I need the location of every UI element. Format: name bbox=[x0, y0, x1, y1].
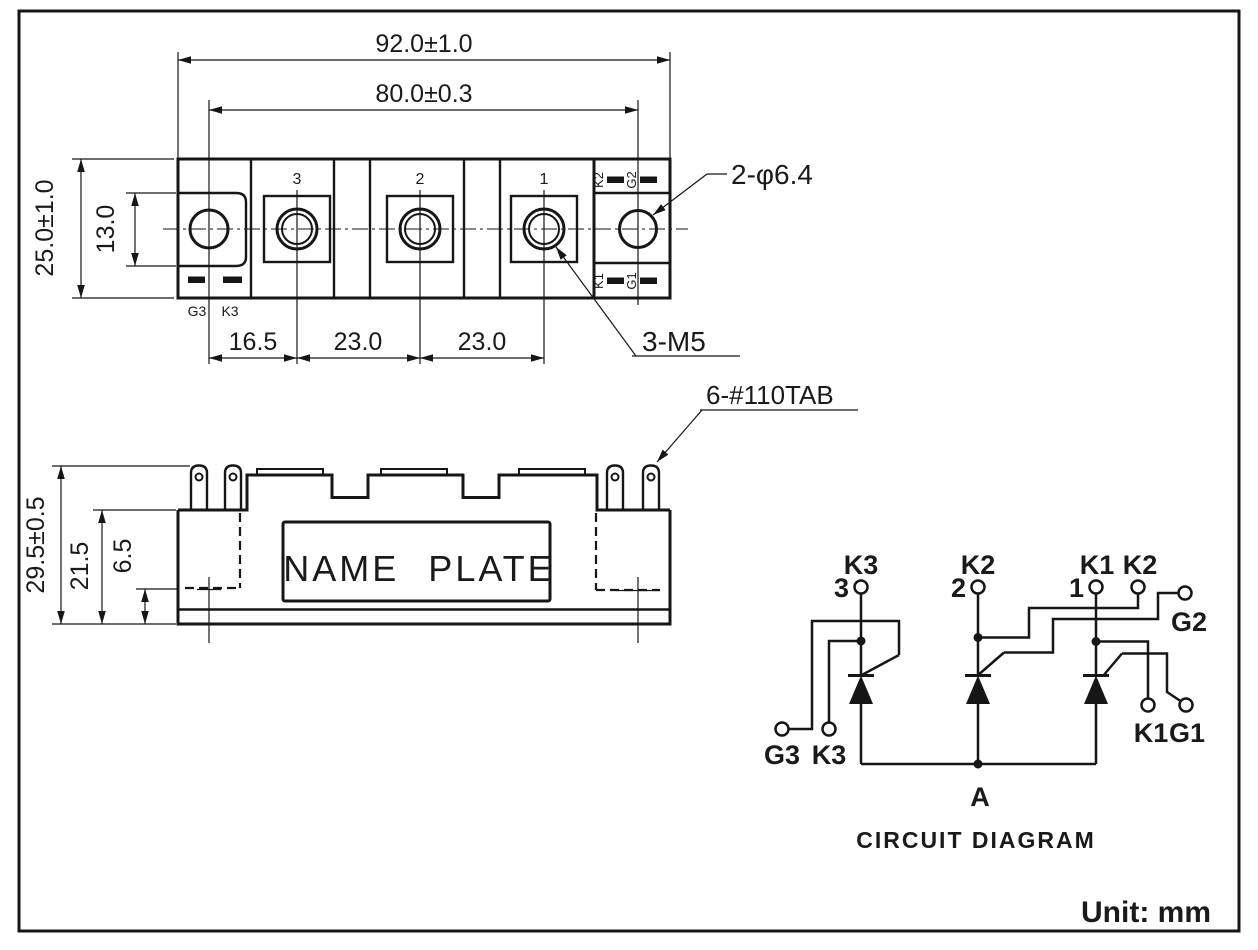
side-extension-lines bbox=[52, 465, 190, 625]
label-g3: G3 bbox=[764, 740, 800, 770]
side-view: 29.5±0.5 21.5 6.5 NAME PLATE 6-#110TAB bbox=[22, 380, 858, 643]
dim-pocket-height: 13.0 bbox=[92, 205, 120, 254]
junction-dots bbox=[856, 633, 1101, 769]
tab-label-k2: K2 bbox=[591, 172, 606, 188]
side-dimension-lines bbox=[57, 466, 149, 624]
dim-side-body: 21.5 bbox=[66, 542, 94, 591]
label-k2-top: K2 bbox=[961, 550, 996, 580]
tab-marks bbox=[188, 176, 657, 284]
dim-side-overall: 29.5±0.5 bbox=[22, 496, 50, 593]
label-k1-top: K1 bbox=[1080, 550, 1115, 580]
label-k2-aux: K2 bbox=[1123, 550, 1158, 580]
tab-leader bbox=[656, 409, 858, 463]
leader-lines bbox=[555, 173, 740, 357]
dim-hole-span: 80.0±0.3 bbox=[375, 80, 472, 108]
label-k3-aux: K3 bbox=[812, 740, 847, 770]
callout-tabs: 6-#110TAB bbox=[706, 380, 834, 410]
label-num-3: 3 bbox=[834, 573, 849, 603]
tab-label-k3: K3 bbox=[221, 303, 238, 319]
callout-terminal-screws: 3-M5 bbox=[642, 326, 706, 357]
label-g2: G2 bbox=[1171, 607, 1207, 637]
page-border bbox=[17, 9, 1241, 933]
name-plate-text: NAME PLATE bbox=[283, 548, 554, 589]
label-k3-top: K3 bbox=[844, 550, 879, 580]
side-body bbox=[176, 468, 672, 626]
dim-overall-height: 25.0±1.0 bbox=[31, 179, 59, 276]
terminal-number-2: 2 bbox=[416, 171, 425, 188]
extension-lines bbox=[72, 52, 688, 364]
unit-label: Unit: mm bbox=[1081, 896, 1211, 929]
circuit-terminals bbox=[774, 579, 1194, 737]
callout-mounting-holes: 2-φ6.4 bbox=[731, 159, 813, 190]
terminal-number-3: 3 bbox=[293, 171, 302, 188]
tab-label-g2: G2 bbox=[624, 171, 639, 188]
dim-overall-width: 92.0±1.0 bbox=[375, 30, 472, 58]
dim-pitch-3: 23.0 bbox=[458, 328, 507, 356]
dim-side-base: 6.5 bbox=[109, 539, 137, 574]
hidden-lines bbox=[185, 513, 660, 643]
thyristor-symbols bbox=[849, 675, 1108, 704]
label-num-1: 1 bbox=[1069, 573, 1084, 603]
faston-tabs bbox=[189, 464, 661, 510]
dimension-lines bbox=[77, 56, 670, 362]
tab-label-k1: K1 bbox=[591, 273, 606, 289]
label-anode: A bbox=[970, 782, 990, 812]
tab-label-g1: G1 bbox=[624, 272, 639, 289]
circuit-wires bbox=[788, 591, 1182, 766]
circuit-diagram: K3 K2 K1 K2 G2 3 2 1 G3 K3 K1 G1 A CIRCU… bbox=[764, 550, 1207, 853]
label-num-2: 2 bbox=[951, 573, 966, 603]
name-plate-box bbox=[281, 520, 552, 603]
dim-pitch-2: 23.0 bbox=[334, 328, 383, 356]
circuit-caption: CIRCUIT DIAGRAM bbox=[856, 827, 1096, 853]
label-k1-aux: K1 bbox=[1134, 718, 1169, 748]
top-view: 92.0±1.0 80.0±0.3 25.0±1.0 13.0 16.5 23.… bbox=[31, 30, 813, 364]
terminal-number-1: 1 bbox=[540, 171, 549, 188]
tab-label-g3: G3 bbox=[188, 303, 207, 319]
label-g1: G1 bbox=[1169, 718, 1205, 748]
dim-pitch-1: 16.5 bbox=[229, 328, 278, 356]
